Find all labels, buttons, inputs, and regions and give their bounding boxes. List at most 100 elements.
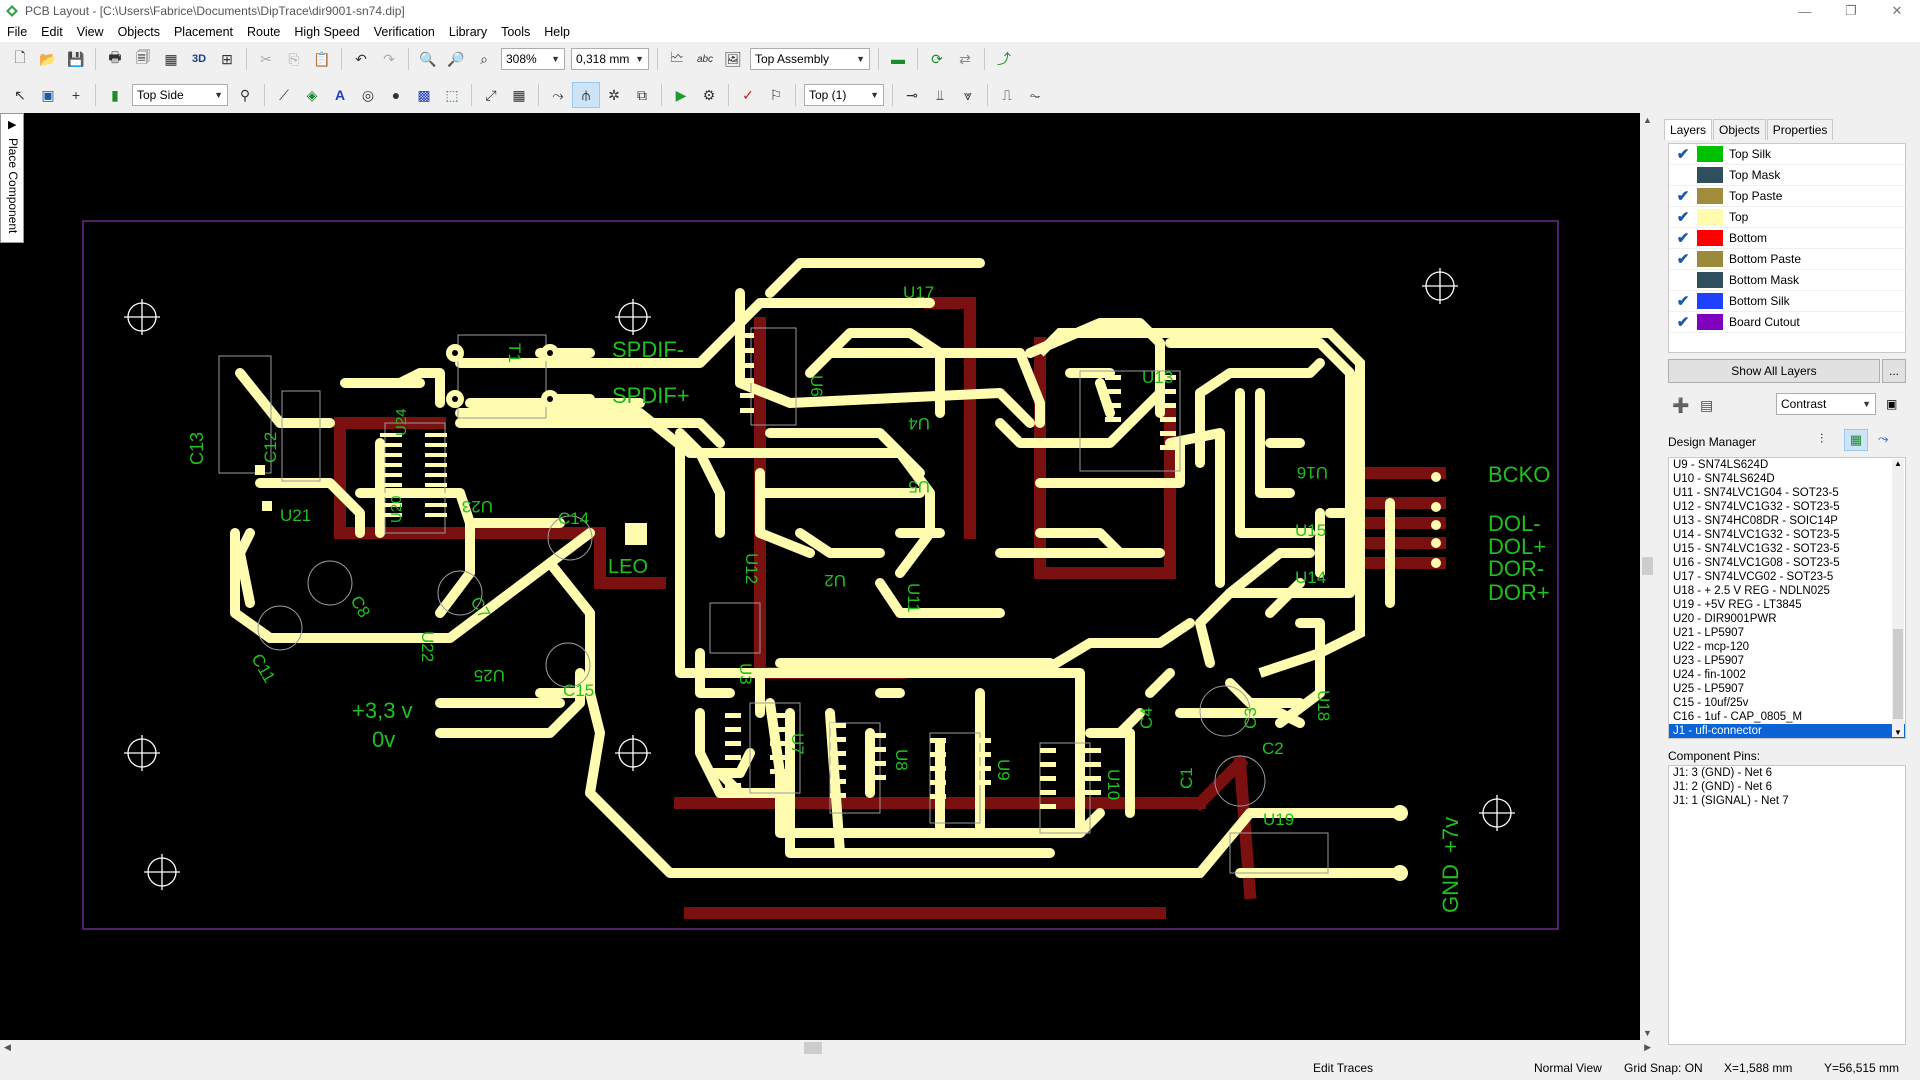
diff-pair-icon[interactable]: ⊸: [906, 86, 918, 103]
layer-row[interactable]: Top Mask: [1669, 165, 1905, 186]
find-binoculars-icon[interactable]: ⚲: [239, 86, 251, 103]
vertical-scroll-thumb[interactable]: [1642, 557, 1653, 575]
layer-color-swatch[interactable]: [1697, 272, 1723, 288]
list-item[interactable]: U13 - SN74HC08DR - SOIC14P: [1673, 515, 1838, 527]
select-pointer-icon[interactable]: ↖: [14, 86, 26, 103]
length-match-icon[interactable]: ⫫: [936, 86, 944, 103]
check-net-icon[interactable]: ⚐: [769, 86, 783, 103]
maximize-button[interactable]: ❐: [1845, 3, 1857, 18]
layer-check-icon[interactable]: ✔: [1676, 314, 1690, 331]
list-item[interactable]: U14 - SN74LVC1G32 - SOT23-5: [1673, 529, 1840, 541]
route-settings-icon[interactable]: ⚙: [702, 86, 716, 103]
close-button[interactable]: ✕: [1891, 3, 1903, 18]
list-item[interactable]: U16 - SN74LVC1G08 - SOT23-5: [1673, 557, 1840, 569]
undo-icon[interactable]: ↶: [355, 50, 367, 67]
paste-icon[interactable]: 📋: [313, 50, 331, 67]
layer-color-swatch[interactable]: [1697, 146, 1723, 162]
crosshair-icon[interactable]: +: [71, 87, 81, 103]
scroll-left-icon[interactable]: ◀: [4, 1042, 11, 1052]
list-item[interactable]: U17 - SN74LVCG02 - SOT23-5: [1673, 571, 1834, 583]
layer-row[interactable]: ✔Top: [1669, 207, 1905, 228]
layer-check-icon[interactable]: ✔: [1676, 188, 1690, 205]
side-icon[interactable]: ▮: [111, 86, 119, 103]
export-icon[interactable]: ⤴: [997, 51, 1011, 67]
component-pins-list[interactable]: J1: 3 (GND) - Net 6 J1: 2 (GND) - Net 6 …: [1668, 765, 1906, 1045]
layer-color-swatch[interactable]: [1697, 314, 1723, 330]
list-item-selected[interactable]: J1 - ufl-connector: [1669, 724, 1905, 738]
dm-components-icon[interactable]: ▦: [1844, 429, 1868, 451]
list-item[interactable]: U9 - SN74LS624D: [1673, 459, 1769, 471]
dm-nets-icon[interactable]: ⤳: [1878, 431, 1889, 446]
list-item[interactable]: J1: 2 (GND) - Net 6: [1673, 781, 1773, 793]
layer-color-swatch[interactable]: [1697, 230, 1723, 246]
cut-icon[interactable]: ✂: [260, 50, 272, 67]
layer-color-swatch[interactable]: [1697, 188, 1723, 204]
place-line-icon[interactable]: ⟋: [279, 86, 289, 103]
pulse-icon[interactable]: ⎍: [1002, 86, 1012, 103]
list-item[interactable]: U25 - LP5907: [1673, 683, 1744, 695]
panelize-icon[interactable]: ⊞: [221, 50, 233, 67]
rename-components-icon[interactable]: ⇄: [959, 50, 971, 67]
minimize-button[interactable]: —: [1798, 3, 1812, 19]
unroute-icon[interactable]: ✲: [608, 86, 620, 103]
list-scroll-thumb[interactable]: [1893, 629, 1903, 719]
run-autorouter-icon[interactable]: ▶: [675, 86, 687, 103]
open-file-icon[interactable]: 📂: [39, 50, 57, 67]
layer-row[interactable]: ✔Bottom: [1669, 228, 1905, 249]
3d-view-icon[interactable]: 3D: [191, 53, 207, 65]
menu-view[interactable]: View: [76, 25, 104, 39]
zoom-combo[interactable]: 308%▼: [501, 48, 565, 70]
zoom-in-icon[interactable]: 🔍: [419, 50, 437, 67]
scroll-down-icon[interactable]: ▼: [1643, 1028, 1652, 1038]
menu-help[interactable]: Help: [544, 25, 570, 39]
place-component-icon[interactable]: ▣: [41, 86, 55, 103]
layer-row[interactable]: ✔Bottom Paste: [1669, 249, 1905, 270]
list-item[interactable]: U12 - SN74LVC1G32 - SOT23-5: [1673, 501, 1840, 513]
horizontal-scrollbar[interactable]: ◀ ▶: [0, 1040, 1655, 1056]
meander-icon[interactable]: ⩔: [964, 86, 972, 103]
list-item[interactable]: U19 - +5V REG - LT3845: [1673, 599, 1802, 611]
list-item[interactable]: U10 - SN74LS624D: [1673, 473, 1775, 485]
route-manual-icon[interactable]: ⤳: [552, 86, 564, 103]
update-from-schematic-icon[interactable]: ⟳: [931, 50, 943, 67]
layer-check-icon[interactable]: ✔: [1676, 209, 1690, 226]
dm-list-icon[interactable]: ⫶: [1820, 431, 1824, 446]
grid-combo[interactable]: 0,318 mm▼: [571, 48, 649, 70]
layer-view-icon[interactable]: ▣: [1886, 397, 1898, 411]
menu-edit[interactable]: Edit: [41, 25, 63, 39]
signal-icon[interactable]: ⏦: [1029, 86, 1041, 103]
component-list[interactable]: U9 - SN74LS624D U10 - SN74LS624D U11 - S…: [1668, 457, 1906, 739]
tab-objects[interactable]: Objects: [1713, 119, 1766, 140]
side-combo[interactable]: Top Side▼: [132, 84, 228, 106]
tab-layers[interactable]: Layers: [1664, 119, 1713, 140]
dimension-icon[interactable]: ⤢: [485, 86, 497, 103]
view-mode-combo[interactable]: Top Assembly▼: [750, 48, 870, 70]
scroll-up-icon[interactable]: ▲: [1894, 459, 1902, 468]
menu-high-speed[interactable]: High Speed: [294, 25, 360, 39]
list-item[interactable]: U24 - fin-1002: [1673, 669, 1746, 681]
place-hole-icon[interactable]: ◎: [361, 86, 375, 103]
zoom-out-icon[interactable]: 🔎: [447, 50, 465, 67]
list-item[interactable]: C15 - 10uf/25v: [1673, 697, 1749, 709]
pcb-canvas[interactable]: SPDIF- SPDIF+ BCKO DOL- DOL+ DOR- DOR+ +…: [0, 113, 1655, 1040]
layer-row[interactable]: ✔Board Cutout: [1669, 312, 1905, 333]
copy-icon[interactable]: ⎘: [288, 50, 300, 67]
add-layer-icon[interactable]: ➕: [1672, 397, 1690, 413]
scroll-down-icon[interactable]: ▼: [1894, 728, 1902, 737]
redo-icon[interactable]: ↷: [383, 50, 395, 67]
tab-properties[interactable]: Properties: [1766, 119, 1834, 140]
board-icon[interactable]: ▬: [891, 51, 905, 67]
menu-objects[interactable]: Objects: [117, 25, 160, 39]
zoom-fit-icon[interactable]: ⌕: [480, 50, 488, 67]
layer-row[interactable]: ✔Top Paste: [1669, 186, 1905, 207]
layer-check-icon[interactable]: ✔: [1676, 230, 1690, 247]
horizontal-scroll-thumb[interactable]: [804, 1042, 822, 1054]
show-all-layers-button[interactable]: Show All Layers: [1668, 359, 1880, 383]
calculator-icon[interactable]: ▦: [164, 50, 178, 67]
spell-check-icon[interactable]: abc: [696, 53, 714, 65]
copper-pour-icon[interactable]: ⬚: [445, 86, 459, 103]
list-item[interactable]: U20 - DIR9001PWR: [1673, 613, 1777, 625]
list-item[interactable]: U21 - LP5907: [1673, 627, 1744, 639]
layer-check-icon[interactable]: ✔: [1676, 251, 1690, 268]
drc-icon[interactable]: ✓: [742, 86, 754, 103]
